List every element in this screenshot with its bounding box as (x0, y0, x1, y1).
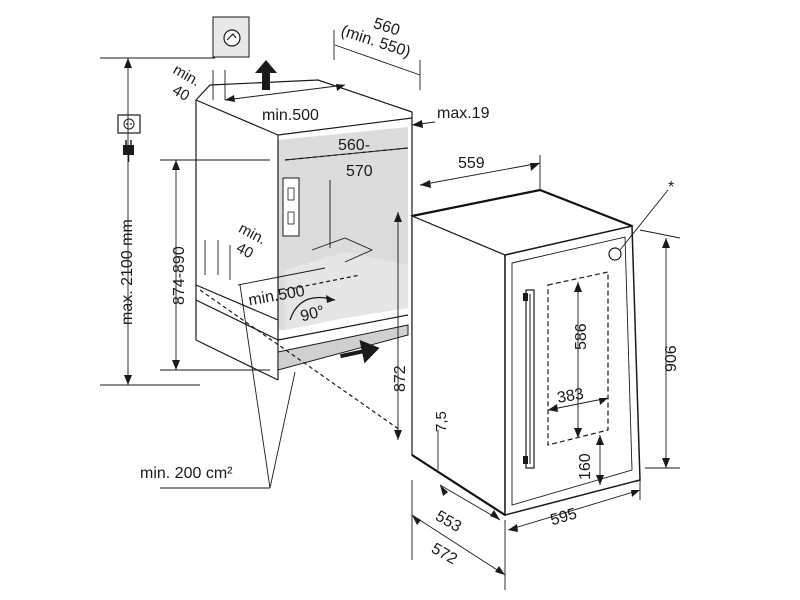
label-asterisk: * (668, 179, 674, 196)
label-depth-572: 572 (428, 540, 460, 568)
label-height-872: 872 (392, 365, 409, 392)
label-niche-570: 570 (346, 163, 373, 180)
label-min-40-top-b: 40 (169, 82, 192, 105)
niche-cabinet (195, 79, 413, 431)
niche-floor (285, 252, 408, 330)
label-dim-7-5: 7,5 (433, 411, 450, 432)
label-max-19: max.19 (437, 105, 490, 122)
socket-icon (117, 114, 141, 134)
plinth-grille (277, 324, 409, 371)
cabinet-top-front-right (277, 117, 413, 136)
control-indicator (608, 247, 622, 261)
label-height-160: 160 (577, 453, 594, 480)
label-niche-height: 874-890 (171, 246, 188, 305)
cabinet-bottom-left (195, 339, 279, 381)
cabinet-top-front-edge (195, 99, 279, 136)
plinth-front-edge (277, 314, 409, 341)
door-glass (547, 271, 609, 446)
top-vent-symbol (212, 16, 250, 58)
plinth-top-left (195, 284, 279, 321)
label-angle-90: 90° (299, 303, 327, 325)
label-niche-560: 560- (338, 137, 370, 154)
label-width-383: 383 (556, 386, 585, 407)
dimension-lines (100, 30, 681, 590)
door-handle (523, 289, 535, 469)
label-width-595: 595 (549, 505, 579, 529)
appliance (409, 188, 641, 517)
label-vent-area: min. 200 cm² (140, 465, 233, 482)
plinth-line-2 (195, 299, 279, 341)
arrow-right-icon (340, 339, 380, 364)
label-min-40-bottom-b: 40 (233, 239, 256, 262)
label-min-500-top: min.500 (262, 107, 319, 124)
label-height-586: 586 (573, 323, 590, 350)
vent-path-dashed (199, 289, 401, 431)
label-height-906: 906 (663, 345, 680, 372)
niche-bottom-dashed (284, 274, 361, 291)
label-max-height: max. 2100 mm (119, 219, 136, 325)
appliance-bottom-edge (411, 454, 506, 516)
arrow-up-icon (255, 60, 277, 90)
plug-icon (123, 140, 134, 162)
hinge-plate-icon (282, 177, 300, 237)
label-depth-559: 559 (458, 155, 485, 172)
niche-inner-shelf (311, 237, 374, 263)
